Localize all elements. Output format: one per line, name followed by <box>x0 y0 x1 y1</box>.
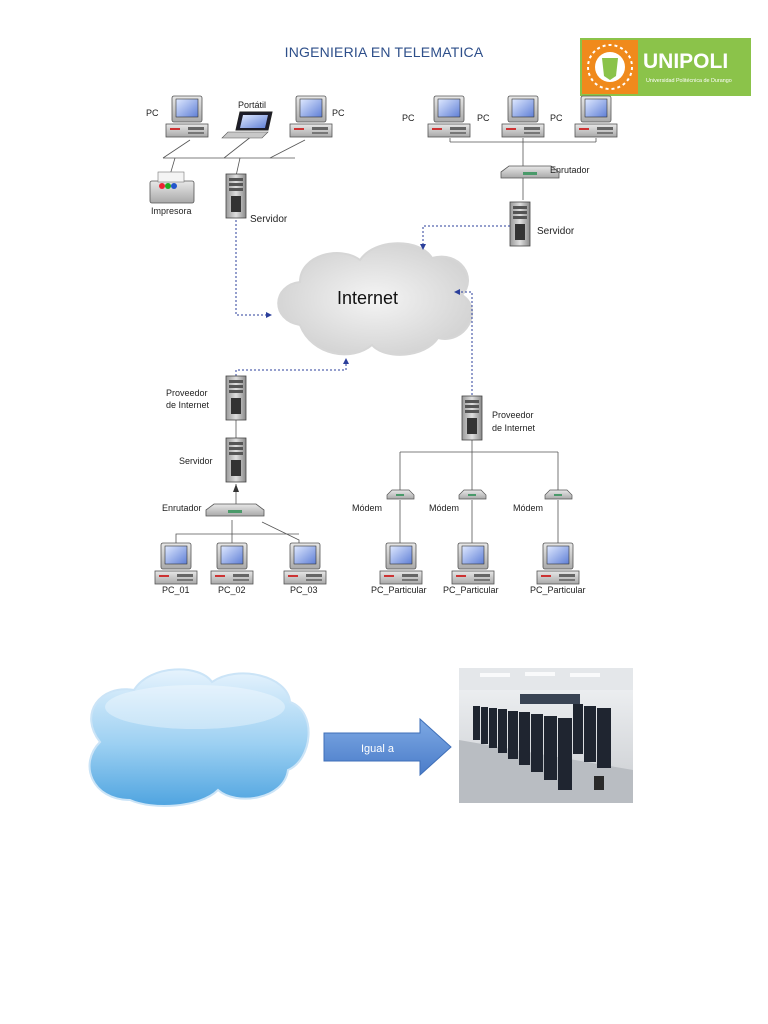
label-isp: de Internet <box>166 400 210 410</box>
printer-icon <box>149 171 195 204</box>
pc-icon <box>283 542 327 585</box>
pc-icon <box>154 542 198 585</box>
label-modem: Módem <box>352 503 382 513</box>
label-server: Servidor <box>537 226 575 237</box>
pc-icon <box>574 95 618 138</box>
cloud-label: Internet <box>337 288 398 308</box>
label-pc: PC <box>146 108 159 118</box>
laptop-icon <box>221 111 273 139</box>
label-pc: PC <box>402 113 415 123</box>
equals-arrow: Igual a <box>323 717 452 777</box>
label-pc: PC_02 <box>218 585 246 595</box>
label-printer: Impresora <box>151 206 192 216</box>
modem-icon <box>386 489 415 500</box>
label-pc: PC <box>332 108 345 118</box>
label-pc: PC_Particular <box>443 585 499 595</box>
unipoli-logo: UNIPOLI Universidad Politécnica de Duran… <box>580 38 751 96</box>
label-isp: Proveedor <box>166 388 208 398</box>
pc-icon <box>289 95 333 138</box>
top-right-network: PC PC PC Enrutador Servidor <box>402 95 618 247</box>
label-isp: Proveedor <box>492 410 534 420</box>
pc-icon <box>501 95 545 138</box>
server-icon <box>509 201 531 247</box>
label-server: Servidor <box>250 214 288 225</box>
logo-subtitle: Universidad Politécnica de Durango <box>646 78 732 84</box>
label-pc: PC <box>550 113 563 123</box>
label-router: Enrutador <box>550 165 590 175</box>
pc-icon <box>210 542 254 585</box>
server-icon <box>225 375 247 421</box>
label-laptop: Portátil <box>238 100 266 110</box>
server-icon <box>225 437 247 483</box>
datacenter-photo <box>459 668 633 803</box>
label-router: Enrutador <box>162 503 202 513</box>
pc-icon <box>379 542 423 585</box>
label-modem: Módem <box>513 503 543 513</box>
internet-links <box>235 220 510 395</box>
bottom-right-network: Proveedor de Internet Módem Módem Módem … <box>352 395 586 595</box>
label-isp: de Internet <box>492 423 536 433</box>
label-pc: PC_01 <box>162 585 190 595</box>
server-icon <box>461 395 483 441</box>
top-left-network: PC Portátil PC Impresora Servidor <box>146 95 345 225</box>
pc-icon <box>427 95 471 138</box>
label-pc: PC <box>477 113 490 123</box>
modem-icon <box>458 489 487 500</box>
page-title: INGENIERIA EN TELEMATICA <box>284 44 484 60</box>
router-icon <box>205 503 265 517</box>
blue-cloud-shape <box>88 668 310 807</box>
internet-cloud: Internet <box>277 242 474 356</box>
modem-icon <box>544 489 573 500</box>
label-pc: PC_Particular <box>530 585 586 595</box>
logo-text: UNIPOLI <box>643 50 728 73</box>
pc-icon <box>536 542 580 585</box>
label-modem: Módem <box>429 503 459 513</box>
pc-icon <box>165 95 209 138</box>
label-pc: PC_Particular <box>371 585 427 595</box>
label-pc: PC_03 <box>290 585 318 595</box>
arrow-label: Igual a <box>361 743 395 755</box>
label-server: Servidor <box>179 456 213 466</box>
bottom-left-network: Proveedor de Internet Servidor Enrutador… <box>154 375 327 595</box>
pc-icon <box>451 542 495 585</box>
server-icon <box>225 173 247 219</box>
